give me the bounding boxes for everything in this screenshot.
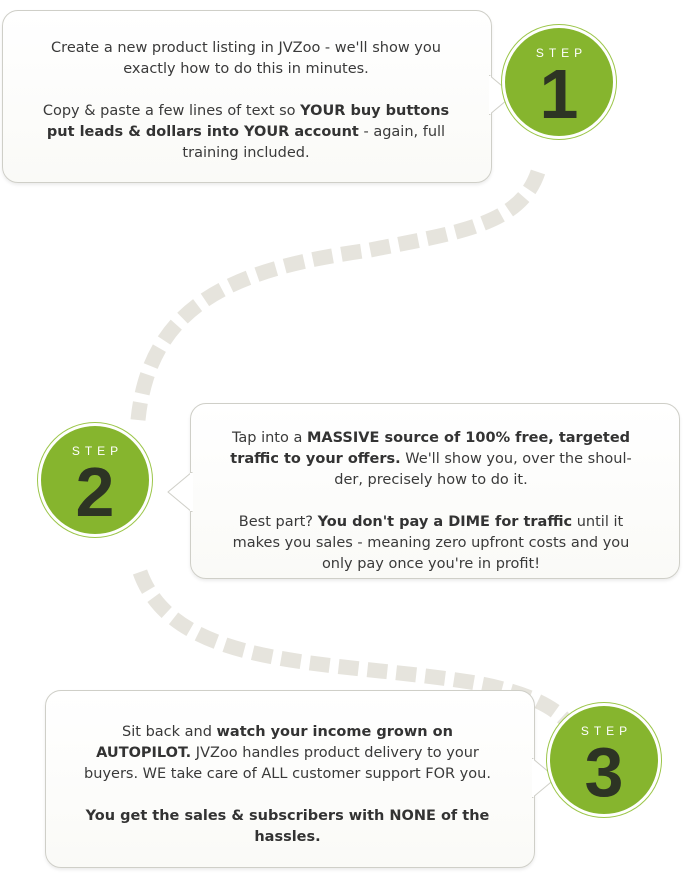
step-3-paragraph-1: Sit back and watch your income grown on … bbox=[84, 724, 491, 782]
step-2-number: 2 bbox=[75, 453, 115, 531]
step-1-bubble: Create a new product listing in JVZoo - … bbox=[2, 10, 492, 183]
step-3-badge: STEP 3 bbox=[547, 703, 661, 817]
step-3-paragraph-2: You get the sales & subscribers with NON… bbox=[85, 808, 490, 845]
step-1-number: 1 bbox=[539, 55, 579, 133]
step-1-badge: STEP 1 bbox=[502, 25, 616, 139]
step-2-badge: STEP 2 bbox=[38, 423, 152, 537]
step-2-bubble-pointer bbox=[167, 472, 193, 512]
step-3-label: STEP bbox=[580, 724, 633, 738]
step-1-bubble-pointer bbox=[489, 75, 514, 115]
step-3-number: 3 bbox=[584, 733, 624, 811]
step-3-bubble: Sit back and watch your income grown on … bbox=[45, 690, 535, 868]
step-2-bubble: Tap into a MASSIVE source of 100% free, … bbox=[190, 403, 680, 579]
step-2-paragraph-2: Best part? You don't pay a DIME for traf… bbox=[232, 514, 630, 572]
step-3-bubble-pointer bbox=[532, 758, 557, 798]
step-1-label: STEP bbox=[535, 46, 588, 60]
step-2-paragraph-1: Tap into a MASSIVE source of 100% free, … bbox=[230, 430, 632, 488]
step-1-paragraph-2: Copy & paste a few lines of text so YOUR… bbox=[42, 103, 450, 161]
step-1-paragraph-1: Create a new product listing in JVZoo - … bbox=[51, 40, 441, 77]
step-2-label: STEP bbox=[71, 444, 124, 458]
